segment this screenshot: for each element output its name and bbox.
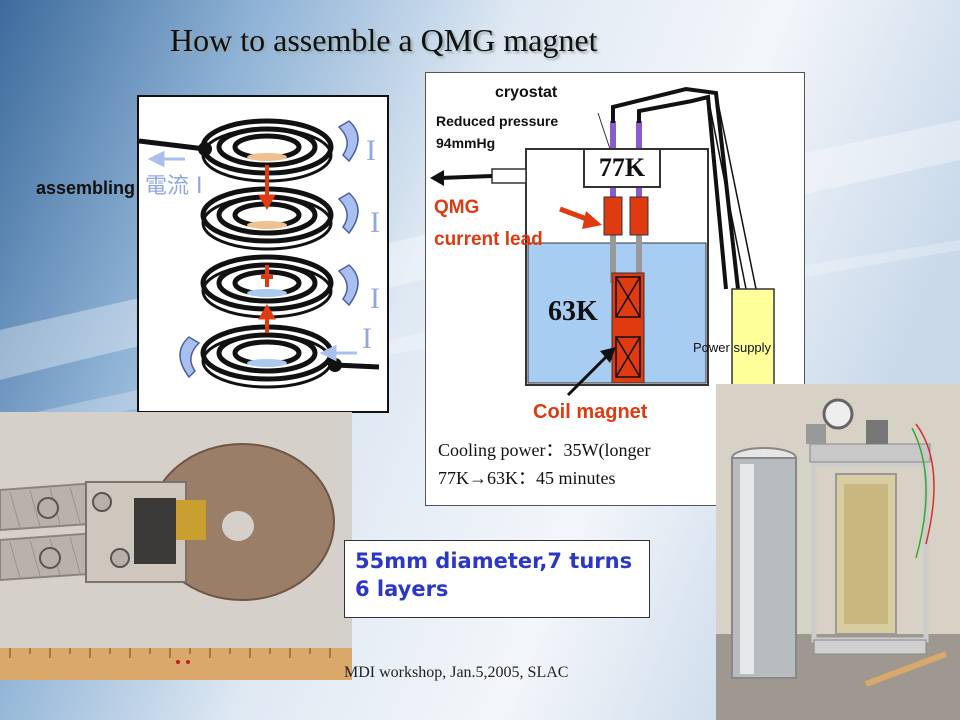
reduced-pressure-line2: 94mmHg [436, 135, 496, 151]
spec-line2: 6 layers [355, 577, 449, 601]
current-symbol-4: I [362, 322, 372, 355]
temperature-63k-label: 63K [548, 296, 598, 327]
cooling-time-line: 77K→63K：45 minutes [438, 468, 616, 488]
reduced-pressure-line1: Reduced pressure [436, 113, 559, 129]
assembling-label: assembling [36, 178, 136, 198]
slide-title: How to assemble a QMG magnet [170, 22, 598, 58]
cooling-power-line: Cooling power：35W(longer [438, 440, 651, 460]
qmg-line1: QMG [434, 197, 480, 218]
current-label-japanese: 電流 I [145, 174, 203, 199]
qmg-current-lead-label: QMG current lead [434, 192, 543, 256]
cryostat-apparatus-photo [716, 384, 960, 720]
coil-magnet-label: Coil magnet [533, 401, 648, 423]
current-symbol-1: I [366, 134, 376, 167]
power-supply-label: Power supply [693, 340, 772, 355]
current-symbol-3: I [370, 282, 380, 315]
cryostat-diagram [430, 86, 775, 397]
cooling-info: Cooling power：35W(longer 77K→63K：45 minu… [438, 436, 650, 492]
footer-text: MDI workshop, Jan.5,2005, SLAC [344, 664, 569, 681]
coil-spec-box: 55mm diameter,7 turns 6 layers [344, 540, 650, 618]
spec-line1: 55mm diameter,7 turns [355, 549, 633, 573]
reduced-pressure-label: Reduced pressure 94mmHg [436, 110, 558, 154]
current-symbol-2: I [370, 206, 380, 239]
coil-stack-panel [137, 95, 389, 413]
coil-stack-diagram [138, 118, 380, 389]
coil-magnet-photo [0, 412, 352, 680]
cryostat-label: cryostat [495, 84, 558, 101]
qmg-line2: current lead [434, 229, 543, 250]
coil-layer-4 [200, 324, 334, 389]
temperature-77k-label: 77K [583, 148, 661, 188]
